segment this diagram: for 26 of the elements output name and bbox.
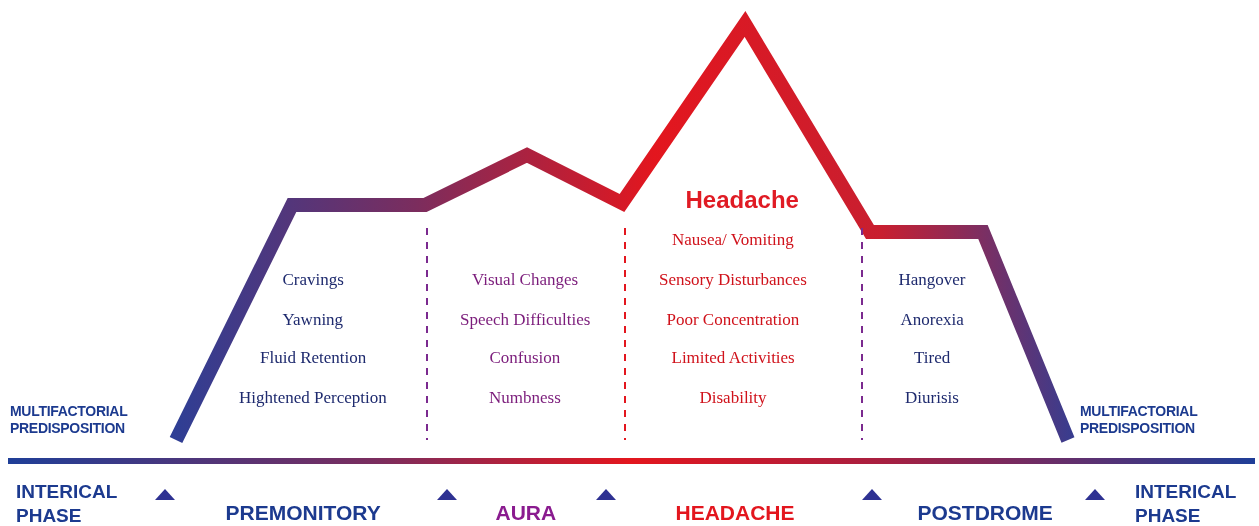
symptom-text: Diurisis	[905, 388, 959, 409]
symptom-text: Speech Difficulties	[460, 310, 591, 331]
phase-label: PREMONITORY	[225, 499, 381, 525]
symptom-text: Anorexia	[900, 310, 964, 331]
symptom-text: Sensory Disturbances	[659, 270, 807, 291]
symptom-text: Hangover	[898, 270, 966, 291]
symptom-text: Cravings	[282, 270, 344, 291]
symptom-text: Hightened Perception	[239, 388, 387, 409]
predisposition-label: MULTIFACTORIAL PREDISPOSITION	[10, 402, 129, 438]
symptom-text: Visual Changes	[472, 270, 579, 291]
symptom-text: Confusion	[489, 348, 561, 369]
phase-heading: Headache	[685, 185, 799, 215]
symptom-text: Poor Concentration	[666, 310, 800, 331]
symptom-text: Tired	[914, 348, 951, 369]
symptom-text: Yawning	[282, 310, 344, 331]
symptom-text: Limited Activities	[671, 348, 795, 369]
phase-label: AURA	[495, 499, 557, 525]
phase-label: POSTDROME	[917, 499, 1053, 525]
symptom-text: Numbness	[489, 388, 561, 409]
phase-label: HEADACHE	[675, 499, 795, 525]
symptom-text: Disability	[699, 388, 767, 409]
phase-label: INTERICAL PHASE	[16, 480, 118, 526]
symptom-text: Nausea/ Vomiting	[672, 230, 794, 251]
symptom-text: Fluid Retention	[260, 348, 367, 369]
phase-label: INTERICAL PHASE	[1135, 480, 1237, 526]
predisposition-label: MULTIFACTORIAL PREDISPOSITION	[1080, 402, 1199, 438]
